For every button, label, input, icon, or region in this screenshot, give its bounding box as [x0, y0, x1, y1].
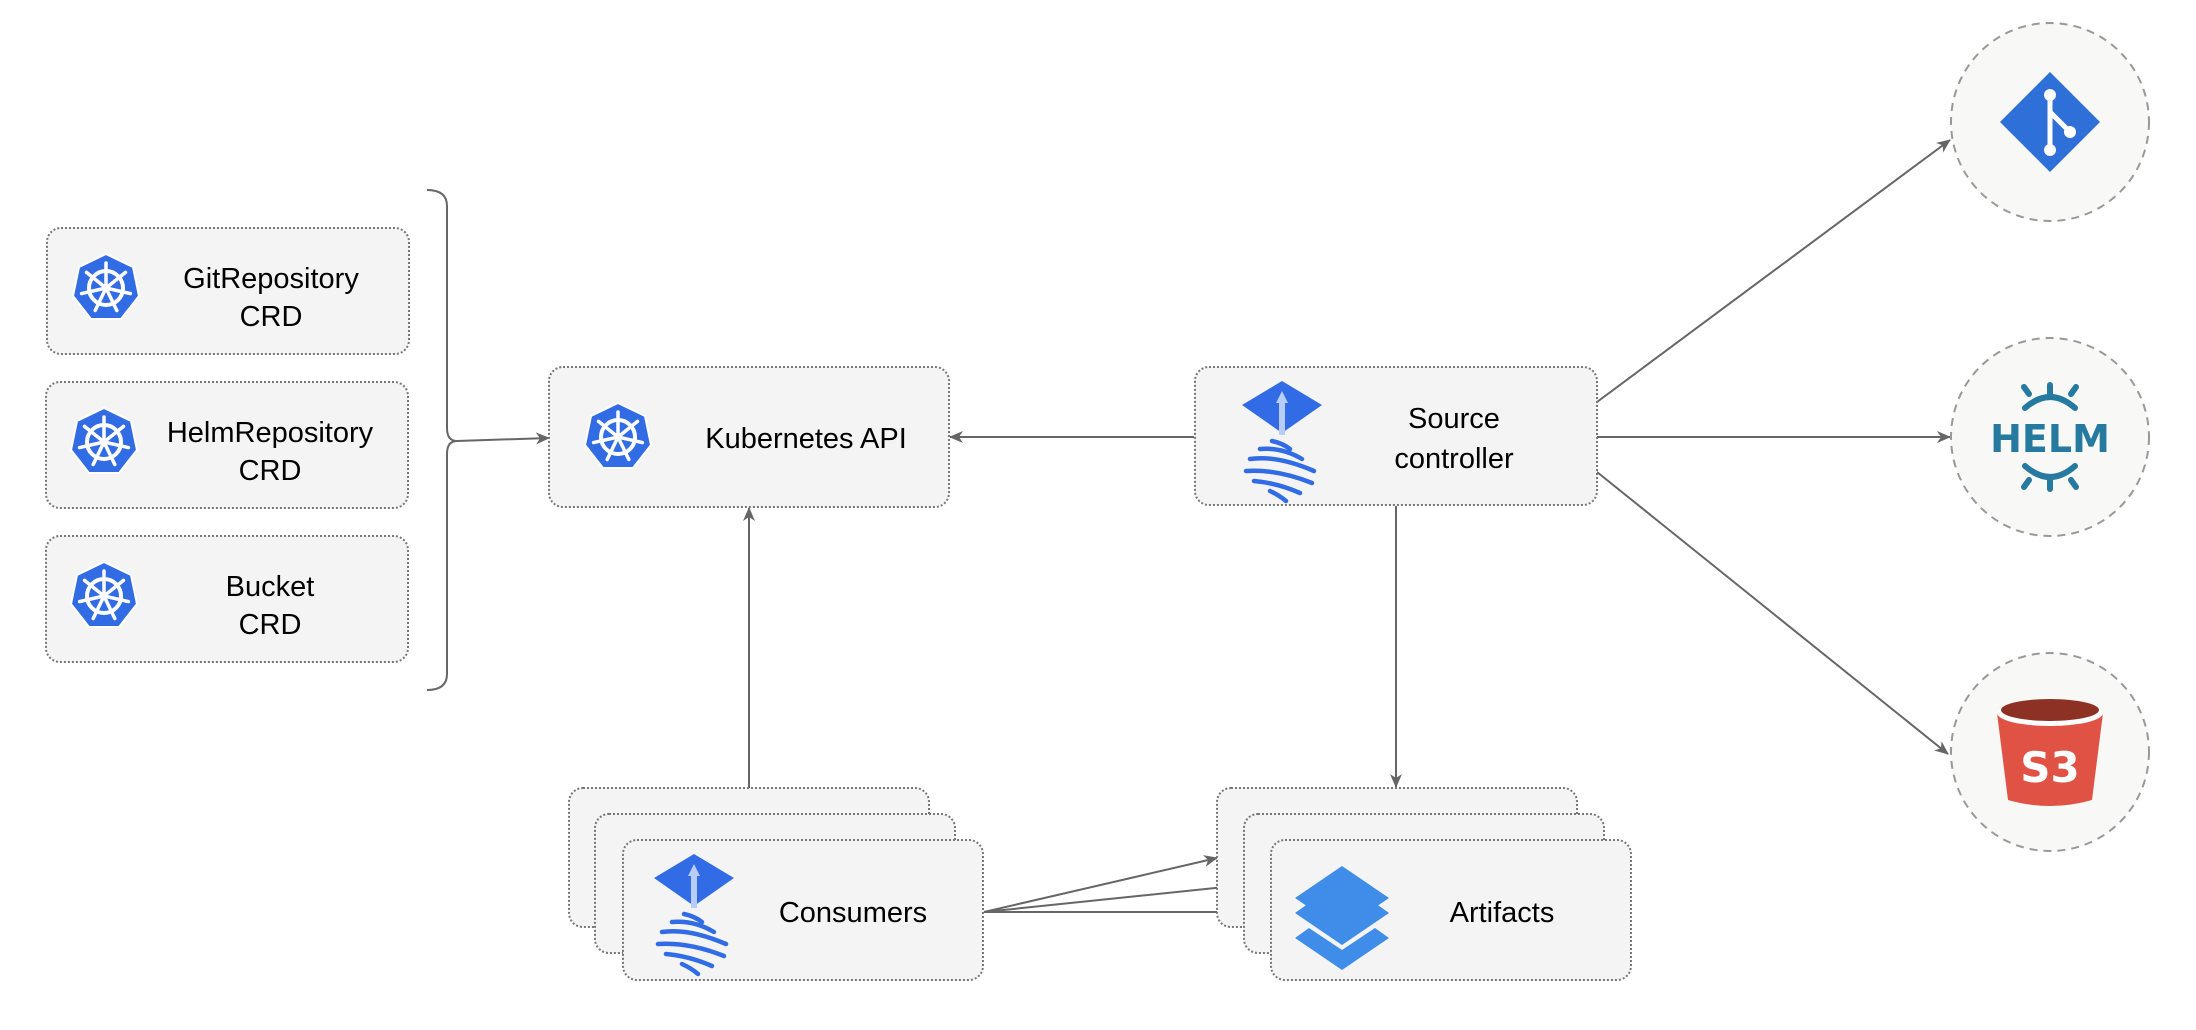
artifacts-label: Artifacts: [1450, 897, 1555, 929]
crd-bucket[interactable]: Bucket CRD: [45, 535, 409, 663]
git-icon: [2000, 72, 2100, 172]
crd-sublabel: CRD: [239, 455, 302, 487]
artifacts-node[interactable]: Artifacts: [1216, 787, 1632, 981]
crd-gitrepository[interactable]: GitRepository CRD: [46, 227, 410, 355]
crd-sublabel: CRD: [240, 301, 303, 333]
crd-label: Bucket: [226, 571, 315, 603]
crd-helmrepository[interactable]: HelmRepository CRD: [45, 381, 409, 509]
crd-brace: [426, 189, 458, 691]
edges: [426, 139, 1951, 918]
s3-logo-text: S3: [2020, 743, 2079, 792]
crd-sublabel: CRD: [239, 609, 302, 641]
kubernetes-api-label: Kubernetes API: [705, 423, 907, 455]
crd-label: GitRepository: [183, 263, 359, 295]
git-source[interactable]: [1950, 22, 2150, 222]
helm-source[interactable]: HELM: [1950, 337, 2150, 537]
helm-icon: [2021, 382, 2079, 492]
edge-crds-to-kubernetes-api: [456, 432, 550, 445]
s3-source[interactable]: S3: [1950, 652, 2150, 852]
edge-source-controller-to-git: [1596, 139, 1951, 403]
crd-label: HelmRepository: [167, 417, 374, 449]
layers-icon: [1295, 866, 1389, 970]
consumers-label: Consumers: [779, 897, 927, 929]
helm-logo-text: HELM: [1990, 417, 2110, 461]
edge-source-controller-to-s3: [1596, 471, 1949, 755]
kubernetes-api-node[interactable]: Kubernetes API: [548, 366, 950, 508]
consumers-node[interactable]: Consumers: [568, 787, 984, 981]
s3-bucket-icon: [1997, 699, 2103, 806]
source-controller-label: Source: [1408, 403, 1500, 435]
edge-consumers-to-artifacts-2: [983, 880, 1245, 913]
source-controller-node[interactable]: Source controller: [1194, 366, 1598, 506]
source-controller-sublabel: controller: [1394, 443, 1514, 475]
edge-consumers-to-artifacts-1: [983, 855, 1218, 913]
